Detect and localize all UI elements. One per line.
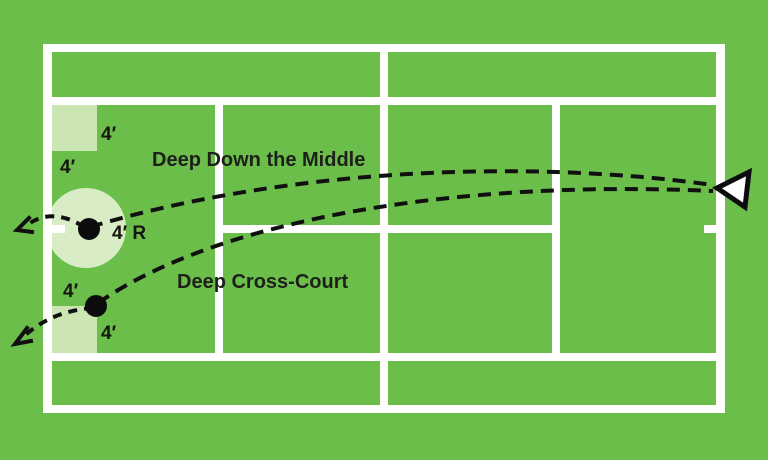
ball-mark-corner-target [85, 295, 107, 317]
arrowhead-bottom-icon [10, 325, 34, 347]
trajectory-deep-down-the-middle [89, 169, 714, 229]
baseline-left-line [43, 44, 52, 413]
label-bottom-zone-width: 4′ [101, 323, 117, 344]
trajectory-deep-cross-court [96, 187, 714, 305]
center-service-line [215, 225, 560, 233]
label-top-zone-height: 4′ [60, 157, 76, 178]
center-mark-left [52, 225, 65, 233]
ball-mark-center-target [78, 218, 100, 240]
player-triangle-icon [712, 167, 753, 212]
label-bottom-zone-height: 4′ [63, 281, 79, 302]
label-deep-cross-court: Deep Cross-Court [177, 271, 348, 293]
bounce-arrow-top-path [24, 214, 86, 229]
label-center-target: 4′ R [112, 223, 146, 244]
center-mark-right [704, 225, 717, 233]
court-lines [43, 44, 725, 413]
target-zone-square-top [52, 105, 97, 151]
arrowhead-top-icon [12, 215, 35, 235]
label-top-zone-width: 4′ [101, 124, 117, 145]
label-deep-down-the-middle: Deep Down the Middle [152, 149, 365, 171]
baseline-right-line [716, 44, 725, 413]
